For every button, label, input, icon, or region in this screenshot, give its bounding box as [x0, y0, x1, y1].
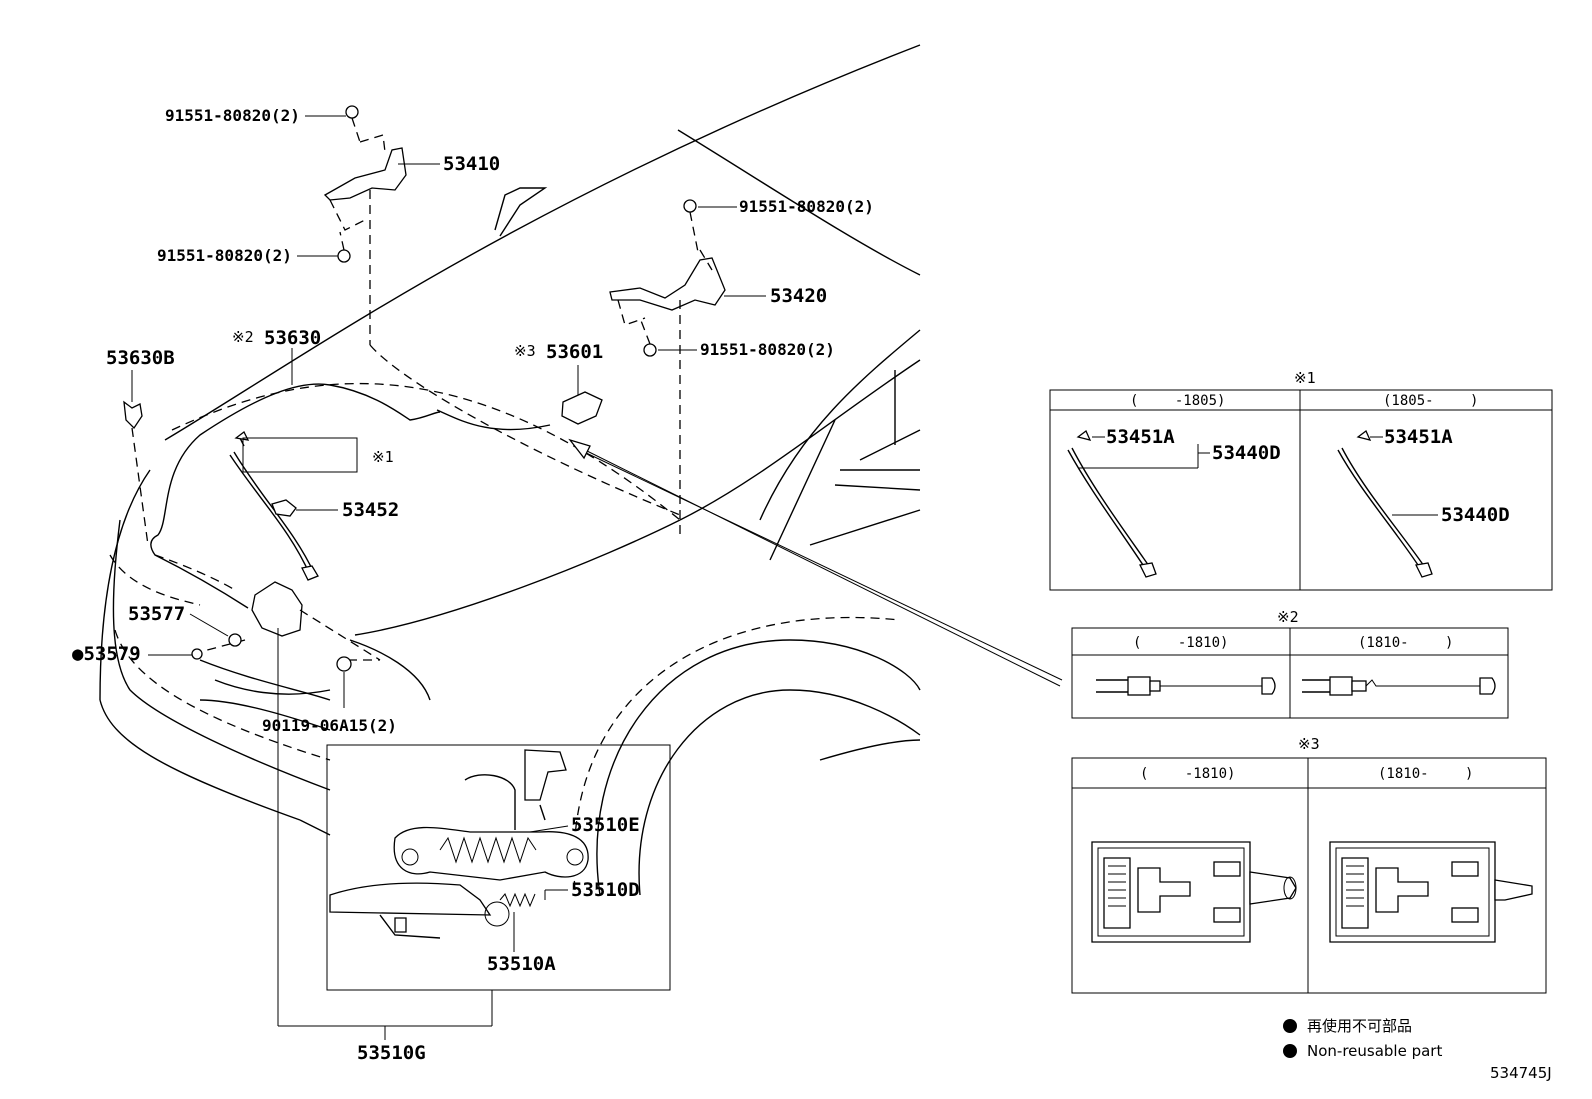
legend-ja: 再使用不可部品: [1307, 1017, 1412, 1035]
panel3-left-switch: [1091, 841, 1297, 943]
label-latch-e: 53510E: [571, 814, 640, 836]
hinge-right[interactable]: [609, 199, 726, 540]
bolt-top-left-icon: [345, 105, 359, 119]
screw-90119[interactable]: [336, 656, 352, 708]
panel1-mark: ※1: [1294, 369, 1316, 387]
bolt-mid-right-icon: [643, 343, 657, 357]
label-screw: 90119-06A15(2): [262, 716, 397, 735]
label-support-holder: 53452: [342, 499, 399, 521]
label-bolt-top-left: 91551-80820(2): [165, 106, 300, 125]
arrow-head: [568, 438, 591, 460]
switch-detail-arrow: [579, 449, 1063, 681]
panel3-col-right: (1810- ): [1378, 766, 1473, 782]
label-bumper-a: 53577: [128, 603, 185, 625]
label-cable-mark: ※2: [232, 328, 254, 346]
bumper-53579[interactable]: [191, 648, 203, 660]
panel2-col-right: (1810- ): [1358, 635, 1453, 651]
latch-detail-drawing: [329, 749, 589, 939]
panel3-box: [1071, 757, 1547, 994]
support-ref-box: [242, 437, 358, 473]
panel3-col-left: ( -1810): [1140, 766, 1235, 782]
label-hinge-left: 53410: [443, 153, 500, 175]
label-switch-mark: ※3: [514, 342, 536, 360]
release-cable[interactable]: [150, 383, 551, 609]
bolt-top-right-icon: [683, 199, 697, 213]
panel1-left-rod-label: 53440D: [1212, 442, 1281, 464]
label-bolt-mid-right: 91551-80820(2): [700, 340, 835, 359]
clip-53630b[interactable]: [123, 400, 149, 546]
label-switch: 53601: [546, 341, 603, 363]
label-latch-assy: 53510G: [357, 1042, 426, 1064]
car-body-outline: [99, 44, 921, 896]
panel1-left-clip: 53451A: [1106, 426, 1175, 448]
panel2-mark: ※2: [1277, 608, 1299, 626]
hinge-left[interactable]: [323, 105, 407, 345]
legend-dot-icon: [1283, 1044, 1297, 1058]
label-bumper-b: ●53579: [72, 643, 141, 665]
panel1-box: [1049, 389, 1553, 591]
bumper-53577[interactable]: [228, 633, 242, 647]
label-bolt-top-right: 91551-80820(2): [739, 197, 874, 216]
hood-switch[interactable]: [561, 365, 603, 425]
panel1-right-clip: 53451A: [1384, 426, 1453, 448]
panel3-right-switch: [1329, 841, 1533, 943]
panel1-left-rod: [1067, 429, 1157, 578]
panel2-right-cable: [1302, 676, 1496, 696]
label-bolt-mid-left: 91551-80820(2): [157, 246, 292, 265]
hood-latch[interactable]: [199, 581, 381, 661]
panel1-col-right: (1805- ): [1383, 393, 1478, 409]
panel1-col-left: ( -1805): [1130, 393, 1225, 409]
panel2-left-cable: [1096, 676, 1276, 696]
label-support-ref: ※1: [372, 448, 394, 466]
label-clip-left: 53630B: [106, 347, 175, 369]
panel1-right-rod: [1337, 429, 1433, 578]
legend-dot-icon: [1283, 1019, 1297, 1033]
label-hinge-right: 53420: [770, 285, 827, 307]
label-latch-a: 53510A: [487, 953, 556, 975]
legend-en: Non-reusable part: [1307, 1042, 1442, 1060]
latch-detail-inset: [326, 744, 671, 991]
label-latch-d: 53510D: [571, 879, 640, 901]
support-holder[interactable]: [271, 499, 297, 517]
figure-id: 534745J: [1490, 1064, 1552, 1082]
panel3-mark: ※3: [1298, 735, 1320, 753]
panel2-col-left: ( -1810): [1133, 635, 1228, 651]
panel1-right-rod-label: 53440D: [1441, 504, 1510, 526]
bolt-mid-left-icon: [337, 249, 351, 263]
label-cable: 53630: [264, 327, 321, 349]
